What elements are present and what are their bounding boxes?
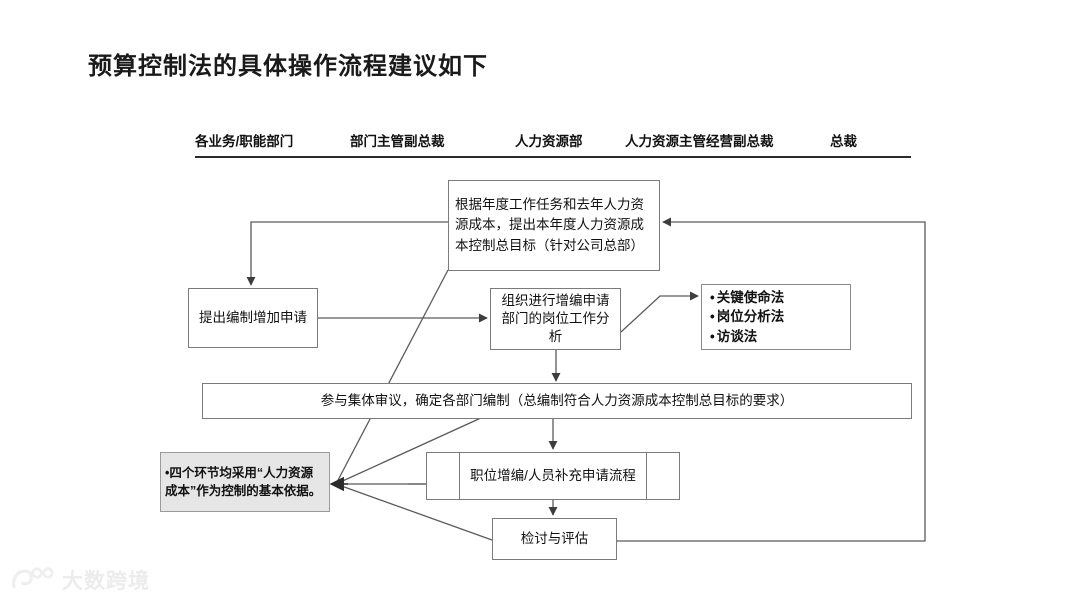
node-process-flow[interactable]: 职位增编/人员补充申请流程 xyxy=(426,452,680,500)
process-flow-right-cell xyxy=(647,453,679,499)
process-flow-left-cell xyxy=(427,453,460,499)
note-callout-body: •四个环节均采用“人力资源成本”作为控制的基本依据。 xyxy=(161,464,329,500)
column-header-hr-dept: 人力资源部 xyxy=(515,134,583,149)
column-header-ceo: 总裁 xyxy=(830,134,857,149)
node-process-flow-label: 职位增编/人员补充申请流程 xyxy=(470,467,636,483)
note-callout: •四个环节均采用“人力资源成本”作为控制的基本依据。 xyxy=(160,452,330,512)
header-divider-rule xyxy=(195,156,911,158)
watermark-text: 大数跨境 xyxy=(62,570,150,593)
node-job-analysis[interactable]: 组织进行增编申请部门的岗位工作分析 xyxy=(490,288,621,350)
node-collective-review-label: 参与集体审议，确定各部门编制（总编制符合人力资源成本控制总目标的要求） xyxy=(320,392,794,408)
node-job-analysis-label: 组织进行增编申请部门的岗位工作分析 xyxy=(501,292,610,345)
node-annual-target[interactable]: 根据年度工作任务和去年人力资源成本，提出本年度人力资源成本控制总目标（针对公司总… xyxy=(448,180,660,271)
note-callout-text: •四个环节均采用“人力资源成本”作为控制的基本依据。 xyxy=(165,465,322,498)
process-flow-center-cell: 职位增编/人员补充申请流程 xyxy=(460,453,647,499)
node-headcount-request-label: 提出编制增加申请 xyxy=(199,309,307,325)
page-title: 预算控制法的具体操作流程建议如下 xyxy=(88,53,488,80)
node-review-evaluate[interactable]: 检讨与评估 xyxy=(492,518,617,560)
methods-list: 关键使命法 岗位分析法 访谈法 xyxy=(702,288,790,347)
node-headcount-request[interactable]: 提出编制增加申请 xyxy=(188,288,318,348)
logo-icon xyxy=(11,567,54,589)
node-review-evaluate-label: 检讨与评估 xyxy=(520,530,589,546)
node-collective-review[interactable]: 参与集体审议，确定各部门编制（总编制符合人力资源成本控制总目标的要求） xyxy=(202,383,912,419)
node-methods-list[interactable]: 关键使命法 岗位分析法 访谈法 xyxy=(701,284,851,350)
method-item-key-mission: 关键使命法 xyxy=(710,288,785,308)
column-header-hr-vp: 人力资源主管经营副总裁 xyxy=(625,134,774,149)
method-item-interview: 访谈法 xyxy=(710,327,784,347)
watermark: 大数跨境 xyxy=(10,565,150,597)
column-header-dept-vp: 部门主管副总裁 xyxy=(350,134,445,149)
swimlane-headers: 各业务/职能部门 部门主管副总裁 人力资源部 人力资源主管经营副总裁 总裁 xyxy=(195,130,910,152)
node-annual-target-label: 根据年度工作任务和去年人力资源成本，提出本年度人力资源成本控制总目标（针对公司总… xyxy=(455,197,644,253)
method-item-job-analysis: 岗位分析法 xyxy=(710,307,785,327)
column-header-business-units: 各业务/职能部门 xyxy=(195,134,294,149)
